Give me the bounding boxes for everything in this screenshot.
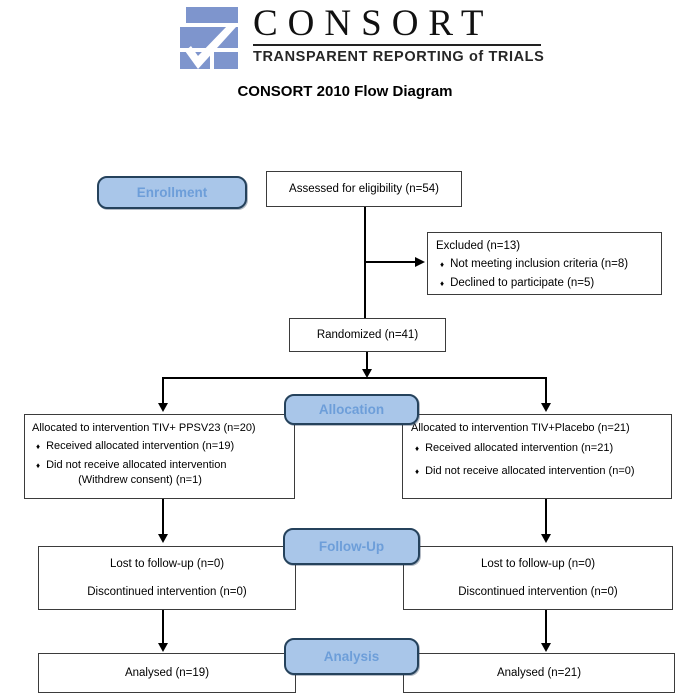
assessed-eligibility-box: Assessed for eligibility (n=54): [266, 171, 462, 207]
arrowhead-analysis-left: [158, 643, 168, 652]
allocation-left-continuation: (Withdrew consent) (n=1): [78, 474, 202, 486]
stage-label-allocation: Allocation: [284, 394, 419, 425]
connector-followup-to-analysis-right: [545, 610, 547, 644]
followup-right-box: Lost to follow-up (n=0) Discontinued int…: [403, 546, 673, 610]
randomized-box: Randomized (n=41): [289, 318, 446, 352]
assessed-text: Assessed for eligibility (n=54): [289, 183, 439, 195]
arrowhead-alloc-left: [158, 403, 168, 412]
bullet-icon: ♦: [36, 461, 41, 470]
bullet-icon: ♦: [415, 444, 420, 453]
allocation-left-box: Allocated to intervention TIV+ PPSV23 (n…: [24, 414, 295, 499]
followup-left-line2: Discontinued intervention (n=0): [87, 586, 247, 598]
allocation-left-item-text: Did not receive allocated intervention: [46, 459, 227, 471]
allocation-right-item-text: Did not receive allocated intervention (…: [425, 465, 635, 477]
arrowhead-split: [362, 369, 372, 378]
bullet-icon: ♦: [440, 260, 445, 269]
arrowhead-excluded: [415, 257, 425, 267]
bullet-icon: ♦: [36, 442, 41, 451]
allocation-left-title: Allocated to intervention TIV+ PPSV23 (n…: [32, 422, 256, 434]
allocation-right-item-text: Received allocated intervention (n=21): [425, 442, 614, 454]
analysis-left-text: Analysed (n=19): [124, 667, 210, 679]
arrowhead-analysis-right: [541, 643, 551, 652]
arrowhead-alloc-right: [541, 403, 551, 412]
consort-tagline: TRANSPARENT REPORTING of TRIALS: [253, 49, 545, 65]
excluded-item: ♦ Not meeting inclusion criteria (n=8): [436, 258, 653, 271]
bullet-icon: ♦: [440, 279, 445, 288]
analysis-right-text: Analysed (n=21): [496, 667, 582, 679]
allocation-right-item: ♦ Received allocated intervention (n=21): [411, 442, 665, 455]
arrowhead-followup-right: [541, 534, 551, 543]
page-title: CONSORT 2010 Flow Diagram: [237, 83, 453, 100]
excluded-item-text: Not meeting inclusion criteria (n=8): [450, 258, 629, 270]
excluded-title: Excluded (n=13): [436, 240, 521, 252]
allocation-left-item-text: Received allocated intervention (n=19): [46, 440, 235, 452]
connector-randomized-to-split: [366, 352, 368, 370]
split-line: [162, 377, 546, 379]
connector-split-to-alloc-right: [545, 377, 547, 404]
allocation-right-box: Allocated to intervention TIV+Placebo (n…: [402, 414, 672, 499]
arrowhead-followup-left: [158, 534, 168, 543]
allocation-right-item: ♦ Did not receive allocated intervention…: [411, 465, 665, 478]
stage-label-analysis: Analysis: [284, 638, 419, 675]
followup-right-line1: Lost to follow-up (n=0): [480, 558, 596, 570]
consort-logo-icon: [180, 7, 238, 69]
wordmark-underline: [253, 44, 541, 46]
connector-followup-to-analysis-left: [162, 610, 164, 644]
randomized-text: Randomized (n=41): [316, 329, 419, 341]
excluded-item-text: Declined to participate (n=5): [450, 277, 595, 289]
followup-left-box: Lost to follow-up (n=0) Discontinued int…: [38, 546, 296, 610]
analysis-right-box: Analysed (n=21): [403, 653, 675, 693]
connector-alloc-to-followup-right: [545, 499, 547, 535]
connector-alloc-to-followup-left: [162, 499, 164, 535]
excluded-box: Excluded (n=13) ♦ Not meeting inclusion …: [427, 232, 662, 295]
excluded-item: ♦ Declined to participate (n=5): [436, 277, 653, 290]
followup-left-line1: Lost to follow-up (n=0): [109, 558, 225, 570]
bullet-icon: ♦: [415, 467, 420, 476]
consort-wordmark: CONSORT: [253, 3, 494, 44]
analysis-left-box: Analysed (n=19): [38, 653, 296, 693]
allocation-right-title: Allocated to intervention TIV+Placebo (n…: [411, 422, 630, 434]
connector-to-excluded: [365, 261, 415, 263]
stage-label-followup: Follow-Up: [283, 528, 420, 565]
followup-right-line2: Discontinued intervention (n=0): [458, 586, 618, 598]
allocation-left-item: ♦ Did not receive allocated intervention: [32, 459, 288, 472]
connector-split-to-alloc-left: [162, 377, 164, 404]
stage-label-enrollment: Enrollment: [97, 176, 247, 209]
allocation-left-item: ♦ Received allocated intervention (n=19): [32, 440, 288, 453]
